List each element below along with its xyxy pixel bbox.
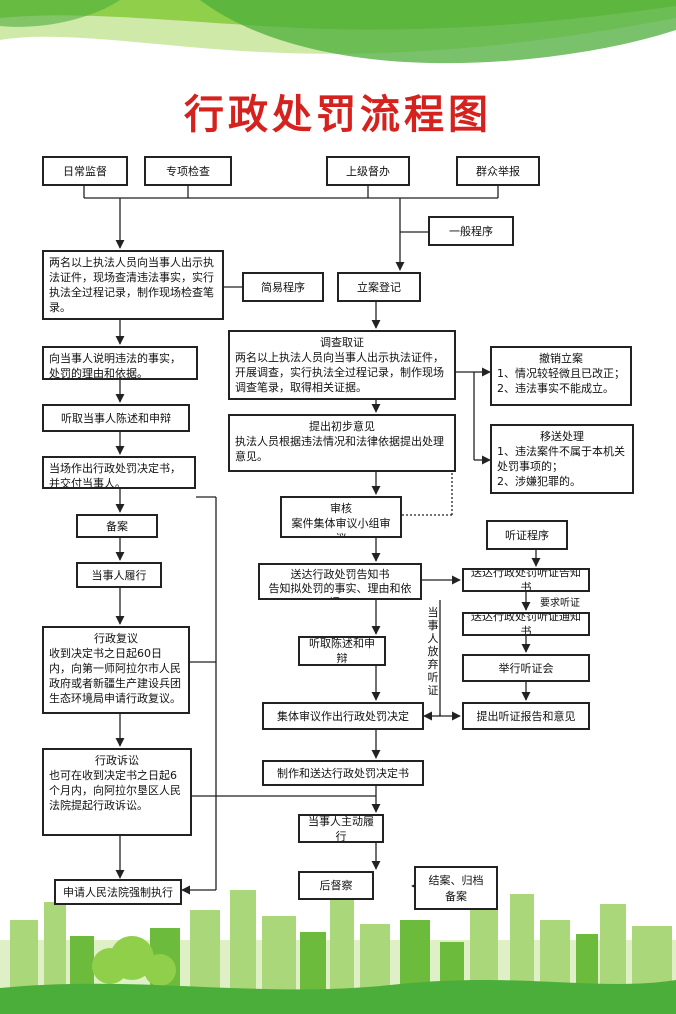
penalty-notice: 送达行政处罚告知书 告知拟处罚的事实、理由和依据。: [258, 563, 422, 600]
source-superior-supervision: 上级督办: [326, 156, 410, 186]
hold-hearing: 举行听证会: [462, 654, 590, 682]
deliver-decision: 制作和送达行政处罚决定书: [262, 760, 424, 786]
simple-procedure-label: 简易程序: [242, 272, 324, 302]
audit-title: 审核: [330, 502, 352, 515]
collective-decision: 集体审议作出行政处罚决定: [262, 702, 424, 730]
preliminary-opinion-title: 提出初步意见: [309, 420, 375, 433]
penalty-notice-line1: 送达行政处罚告知书: [290, 568, 390, 581]
transfer-handling: 移送处理 1、违法案件不属于本机关处罚事项的； 2、涉嫌犯罪的。: [490, 424, 634, 494]
top-decoration: [0, 0, 676, 64]
administrative-review-title: 行政复议: [94, 632, 138, 645]
request-hearing-label: 要求听证: [540, 598, 580, 609]
transfer-title: 移送处理: [540, 430, 584, 443]
audit-text: 案件集体审议小组审议: [291, 517, 391, 536]
waive-hearing-label: 当事人放弃听证: [427, 606, 439, 697]
general-procedure-label: 一般程序: [428, 216, 514, 246]
cancel-item-2: 2、违法事实不能成立。: [497, 382, 614, 395]
archive-line1: 结案、归档: [428, 874, 484, 887]
administrative-review: 行政复议 收到决定书之日起60日内，向第一师阿拉尔市人民政府或者新疆生产建设兵团…: [42, 626, 190, 714]
hearing-notification: 送达行政处罚听证通知书: [462, 612, 590, 636]
simple-explain-facts: 向当事人说明违法的事实，处罚的理由和依据。: [42, 346, 198, 380]
hearing-notice: 送达行政处罚听证告知书: [462, 568, 590, 592]
source-public-report: 群众举报: [456, 156, 540, 186]
archive-line2: 备案: [445, 890, 467, 903]
party-compliance: 当事人履行: [76, 562, 162, 588]
case-closing-archiving: 结案、归档 备案: [414, 866, 498, 910]
page-title: 行政处罚流程图: [184, 91, 492, 138]
court-enforcement: 申请人民法院强制执行: [54, 879, 182, 905]
source-daily-supervision: 日常监督: [42, 156, 128, 186]
transfer-item-2: 2、涉嫌犯罪的。: [497, 475, 581, 488]
simple-on-site-evidence: 两名以上执法人员向当事人出示执法证件，现场查清违法事实，实行执法全过程记录，制作…: [42, 250, 224, 320]
voluntary-compliance: 当事人主动履行: [298, 814, 384, 843]
source-special-inspection: 专项检查: [144, 156, 232, 186]
investigation-evidence: 调查取证 两名以上执法人员向当事人出示执法证件，开展调查，实行执法全过程记录，制…: [228, 330, 456, 400]
post-supervision: 后督察: [298, 871, 374, 900]
collective-audit: 审核 案件集体审议小组审议: [280, 496, 402, 538]
cancel-registration: 撤销立案 1、情况较轻微且已改正； 2、违法事实不能成立。: [490, 346, 632, 406]
preliminary-opinion: 提出初步意见 执法人员根据违法情况和法律依据提出处理意见。: [228, 414, 456, 472]
preliminary-opinion-text: 执法人员根据违法情况和法律依据提出处理意见。: [235, 435, 444, 463]
transfer-item-1: 1、违法案件不属于本机关处罚事项的；: [497, 445, 625, 473]
case-registration: 立案登记: [337, 272, 421, 302]
simple-record-filing: 备案: [76, 514, 158, 538]
bottom-decoration: [0, 890, 676, 1014]
investigation-title: 调查取证: [320, 336, 364, 349]
administrative-review-text: 收到决定书之日起60日内，向第一师阿拉尔市人民政府或者新疆生产建设兵团生态环境局…: [49, 647, 181, 705]
simple-on-site-decision: 当场作出行政处罚决定书，并交付当事人。: [42, 456, 196, 489]
cancel-item-1: 1、情况较轻微且已改正；: [497, 367, 625, 380]
cancel-title: 撤销立案: [539, 352, 583, 365]
hearing-report: 提出听证报告和意见: [462, 702, 590, 730]
hearing-procedure: 听证程序: [486, 520, 568, 550]
hear-statement: 听取陈述和申辩: [298, 636, 386, 666]
administrative-lawsuit-text: 也可在收到决定书之日起6个月内，向阿拉尔垦区人民法院提起行政诉讼。: [49, 769, 181, 812]
administrative-lawsuit: 行政诉讼 也可在收到决定书之日起6个月内，向阿拉尔垦区人民法院提起行政诉讼。: [42, 748, 192, 836]
penalty-notice-line2: 告知拟处罚的事实、理由和依据。: [268, 582, 412, 598]
investigation-text: 两名以上执法人员向当事人出示执法证件，开展调查，实行执法全过程记录，制作现场调查…: [235, 351, 444, 394]
simple-hear-statement: 听取当事人陈述和申辩: [42, 404, 190, 432]
administrative-lawsuit-title: 行政诉讼: [95, 754, 139, 767]
